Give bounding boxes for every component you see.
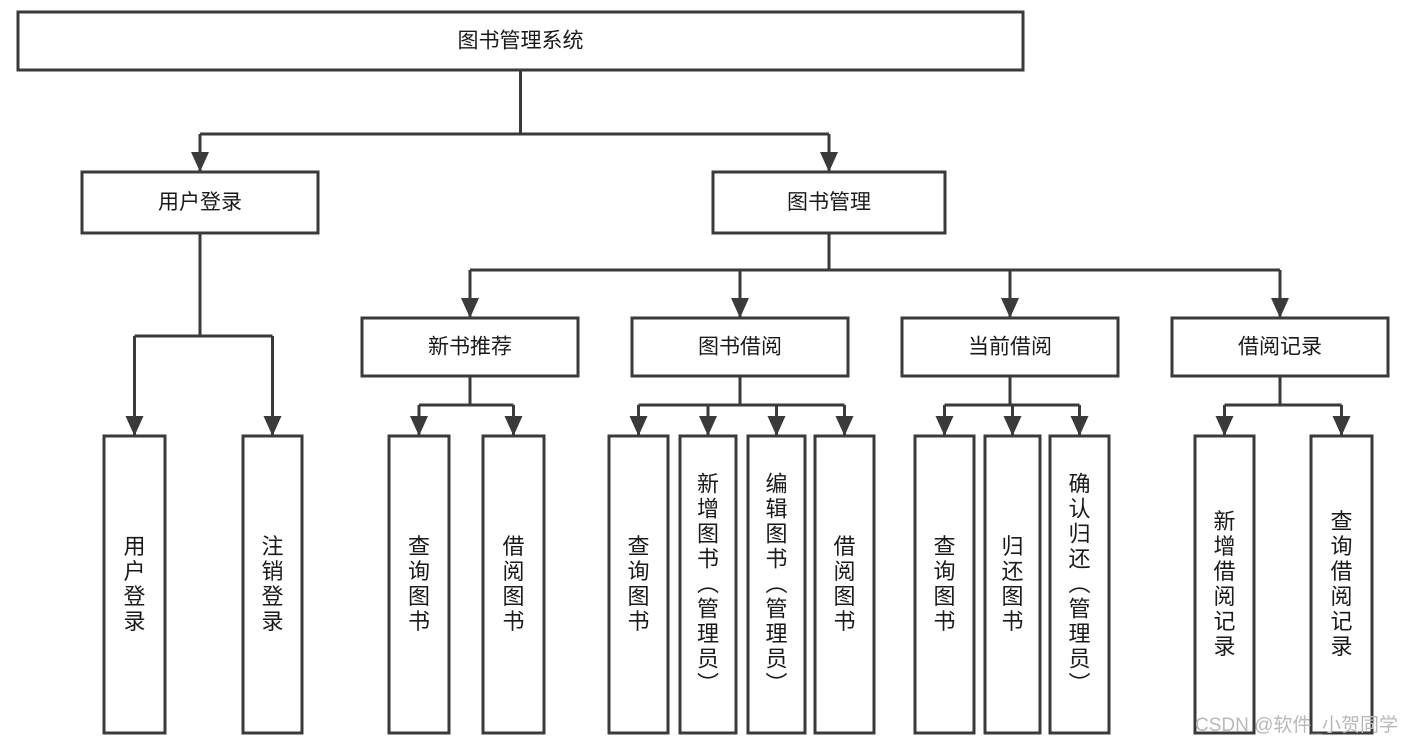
node-label-leaf-borrow-book-1: 借阅图书: [502, 534, 524, 634]
node-box-leaf-borrow-book-1[interactable]: [481, 434, 546, 735]
csdn-watermark: CSDN @软件_小贺同学: [1195, 714, 1398, 736]
arrow-head-icon-leaf-return-book: [1003, 416, 1022, 436]
node-box-leaf-add-borrow-record[interactable]: [1193, 434, 1256, 735]
arrow-head-icon-leaf-edit-book-admin: [767, 416, 786, 436]
node-label-leaf-confirm-return-admin: 确认归还︵管理员︶: [1068, 472, 1090, 697]
arrow-head-icon-leaf-add-borrow-record: [1215, 416, 1234, 436]
arrow-head-icon-leaf-borrow-book-2: [835, 416, 854, 436]
node-leaf-query-book-2[interactable]: 查询图书: [607, 434, 670, 735]
node-box-borrow-record[interactable]: [1170, 316, 1390, 378]
arrow-head-icon-leaf-borrow-book-1: [504, 416, 523, 436]
node-borrow-record[interactable]: 借阅记录: [1170, 316, 1390, 378]
arrow-head-icon-borrow-record: [1271, 298, 1289, 318]
arrow-head-icon-book-borrow: [731, 298, 749, 318]
node-box-new-book-recommend[interactable]: [360, 316, 580, 378]
node-box-leaf-query-book-3[interactable]: [913, 434, 976, 735]
node-leaf-logout[interactable]: 注销登录: [241, 434, 304, 735]
arrow-head-icon-leaf-query-borrow-record: [1332, 416, 1351, 436]
arrow-head-icon-leaf-logout: [263, 416, 282, 436]
node-box-book-manage[interactable]: [711, 170, 947, 235]
node-leaf-add-book-admin[interactable]: 新增图书︵管理员︶: [678, 434, 738, 735]
node-box-leaf-query-book-2[interactable]: [607, 434, 670, 735]
node-label-book-borrow: 图书借阅: [698, 336, 782, 359]
node-leaf-borrow-book-2[interactable]: 借阅图书: [813, 434, 876, 735]
node-box-current-borrow[interactable]: [900, 316, 1120, 378]
node-label-book-manage: 图书管理: [787, 191, 871, 214]
arrow-head-icon-leaf-add-book-admin: [699, 416, 717, 436]
arrow-head-icon-leaf-user-login: [125, 416, 144, 436]
node-leaf-confirm-return-admin[interactable]: 确认归还︵管理员︶: [1048, 434, 1111, 735]
nodes-layer: 图书管理系统用户登录图书管理新书推荐图书借阅当前借阅借阅记录用户登录注销登录查询…: [16, 10, 1390, 735]
node-current-borrow[interactable]: 当前借阅: [900, 316, 1120, 378]
node-box-leaf-edit-book-admin[interactable]: [746, 434, 807, 735]
node-box-book-borrow[interactable]: [630, 316, 850, 378]
node-leaf-user-login[interactable]: 用户登录: [102, 434, 167, 735]
node-label-leaf-logout: 注销登录: [261, 534, 283, 634]
node-leaf-query-book-1[interactable]: 查询图书: [387, 434, 451, 735]
node-box-leaf-query-book-1[interactable]: [387, 434, 451, 735]
arrow-head-icon-leaf-query-book-3: [935, 416, 954, 436]
node-root[interactable]: 图书管理系统: [16, 10, 1025, 72]
node-label-root: 图书管理系统: [458, 30, 584, 53]
node-leaf-query-borrow-record[interactable]: 查询借阅记录: [1309, 434, 1374, 735]
edges-layer: [125, 70, 1351, 436]
node-label-leaf-add-book-admin: 新增图书︵管理员︶: [697, 472, 719, 697]
node-label-leaf-add-borrow-record: 新增借阅记录: [1213, 509, 1235, 659]
node-label-current-borrow: 当前借阅: [968, 336, 1052, 359]
node-label-borrow-record: 借阅记录: [1238, 336, 1322, 359]
node-box-leaf-query-borrow-record[interactable]: [1309, 434, 1374, 735]
arrow-head-icon-current-borrow: [1001, 298, 1019, 318]
node-new-book-recommend[interactable]: 新书推荐: [360, 316, 580, 378]
node-label-leaf-borrow-book-2: 借阅图书: [833, 534, 855, 634]
arrow-head-icon-leaf-confirm-return-admin: [1070, 416, 1089, 436]
node-leaf-edit-book-admin[interactable]: 编辑图书︵管理员︶: [746, 434, 807, 735]
node-label-leaf-query-book-3: 查询图书: [933, 534, 955, 634]
node-box-leaf-logout[interactable]: [241, 434, 304, 735]
node-box-leaf-borrow-book-2[interactable]: [813, 434, 876, 735]
node-leaf-return-book[interactable]: 归还图书: [983, 434, 1042, 735]
node-box-leaf-confirm-return-admin[interactable]: [1048, 434, 1111, 735]
node-label-leaf-return-book: 归还图书: [1001, 534, 1023, 634]
node-leaf-borrow-book-1[interactable]: 借阅图书: [481, 434, 546, 735]
node-label-leaf-edit-book-admin: 编辑图书︵管理员︶: [765, 472, 787, 697]
node-label-leaf-user-login: 用户登录: [123, 534, 145, 634]
node-book-borrow[interactable]: 图书借阅: [630, 316, 850, 378]
arrow-head-icon-leaf-query-book-2: [629, 416, 648, 436]
node-user-login[interactable]: 用户登录: [80, 170, 320, 235]
arrow-head-icon-book-manage: [820, 152, 838, 172]
node-box-leaf-add-book-admin[interactable]: [678, 434, 738, 735]
node-box-leaf-user-login[interactable]: [102, 434, 167, 735]
node-label-leaf-query-borrow-record: 查询借阅记录: [1330, 509, 1352, 659]
arrow-head-icon-leaf-query-book-1: [410, 416, 428, 436]
node-leaf-add-borrow-record[interactable]: 新增借阅记录: [1193, 434, 1256, 735]
arrow-head-icon-new-book-recommend: [461, 298, 479, 318]
node-box-user-login[interactable]: [80, 170, 320, 235]
node-label-leaf-query-book-2: 查询图书: [627, 534, 649, 634]
node-label-new-book-recommend: 新书推荐: [428, 336, 512, 359]
arrow-head-icon-user-login: [191, 152, 209, 172]
node-box-leaf-return-book[interactable]: [983, 434, 1042, 735]
node-label-user-login: 用户登录: [158, 191, 242, 214]
node-book-manage[interactable]: 图书管理: [711, 170, 947, 235]
node-leaf-query-book-3[interactable]: 查询图书: [913, 434, 976, 735]
node-label-leaf-query-book-1: 查询图书: [408, 534, 430, 634]
node-box-root[interactable]: [16, 10, 1025, 72]
